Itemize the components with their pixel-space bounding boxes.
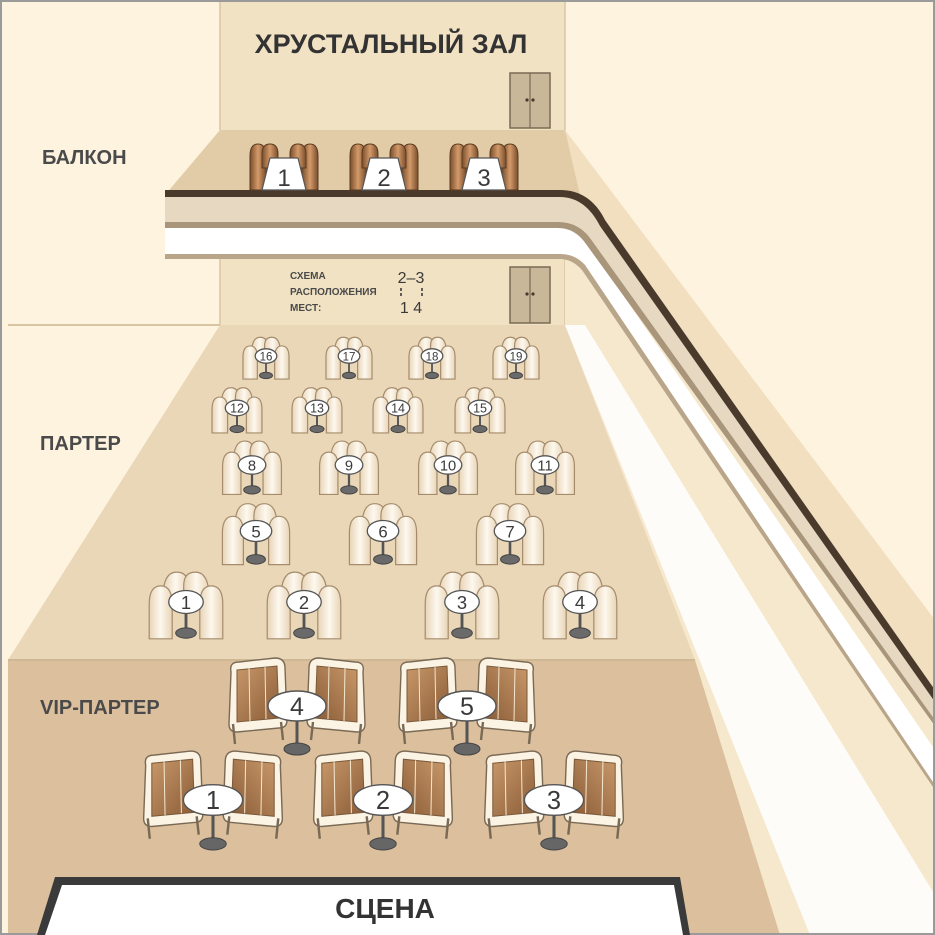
vip-table[interactable]: 3 <box>483 750 625 851</box>
table-number: 12 <box>230 402 244 416</box>
table-number: 7 <box>505 522 514 541</box>
parter-table[interactable]: 9 <box>318 440 380 496</box>
stage-label: СЦЕНА <box>335 893 435 924</box>
legend-line-1: СХЕМА <box>290 271 326 282</box>
parter-table[interactable]: 3 <box>424 571 500 640</box>
parter-table[interactable]: 7 <box>475 503 545 566</box>
vip-table[interactable]: 1 <box>142 750 284 851</box>
vip-tables: 4 5 1 2 3 <box>142 657 625 851</box>
door-middle <box>509 266 551 324</box>
back-wall-panel <box>220 0 565 130</box>
parter-table[interactable]: 10 <box>417 440 479 496</box>
table-number: 2 <box>376 787 390 815</box>
parter-table[interactable]: 8 <box>221 440 283 496</box>
table-number: 3 <box>547 787 561 815</box>
legend-bottom: 1 4 <box>400 300 422 317</box>
parter-table[interactable]: 1 <box>148 571 224 640</box>
balcony-table[interactable]: 3 <box>449 143 519 192</box>
balcony-label: БАЛКОН <box>42 147 127 169</box>
parter-label: ПАРТЕР <box>40 433 121 455</box>
table-number: 2 <box>299 592 309 613</box>
parter-table[interactable]: 16 <box>242 336 290 380</box>
table-number: 5 <box>460 693 474 721</box>
middle-wall-panel <box>220 255 565 325</box>
parter-table[interactable]: 13 <box>291 387 343 434</box>
table-number: 1 <box>277 165 290 192</box>
table-number: 9 <box>345 459 353 475</box>
parter-table[interactable]: 12 <box>211 387 263 434</box>
table-number: 18 <box>426 351 439 363</box>
table-number: 15 <box>473 402 487 416</box>
balcony-table[interactable]: 2 <box>349 143 419 192</box>
table-number: 14 <box>391 402 405 416</box>
table-number: 6 <box>378 522 387 541</box>
parter-table[interactable]: 5 <box>221 503 291 566</box>
vip-table[interactable]: 5 <box>398 657 536 756</box>
seating-legend: СХЕМА РАСПОЛОЖЕНИЯ МЕСТ: 2–3 1 4 <box>290 270 424 317</box>
parter-table[interactable]: 19 <box>492 336 540 380</box>
table-number: 1 <box>206 787 220 815</box>
hall-title: ХРУСТАЛЬНЫЙ ЗАЛ <box>255 28 528 59</box>
table-number: 2 <box>377 165 390 192</box>
legend-line-2: РАСПОЛОЖЕНИЯ <box>290 287 377 298</box>
table-number: 16 <box>260 351 273 363</box>
table-number: 11 <box>537 459 552 475</box>
table-number: 19 <box>510 351 523 363</box>
legend-line-3: МЕСТ: <box>290 303 321 314</box>
parter-table[interactable]: 2 <box>266 571 342 640</box>
parter-table[interactable]: 15 <box>454 387 506 434</box>
vip-label: VIP-ПАРТЕР <box>40 697 160 719</box>
stage: СЦЕНА <box>37 877 690 935</box>
table-number: 4 <box>290 693 304 721</box>
legend-top: 2–3 <box>398 270 425 287</box>
table-number: 5 <box>251 522 260 541</box>
table-number: 1 <box>181 592 191 613</box>
table-number: 13 <box>310 402 324 416</box>
table-number: 3 <box>477 165 490 192</box>
table-number: 3 <box>457 592 467 613</box>
balcony-tables: 1 2 3 <box>249 143 519 192</box>
table-number: 17 <box>343 351 356 363</box>
table-number: 8 <box>248 459 256 475</box>
table-number: 4 <box>575 592 585 613</box>
parter-table[interactable]: 14 <box>372 387 424 434</box>
balcony-table[interactable]: 1 <box>249 143 319 192</box>
parter-table[interactable]: 11 <box>514 440 576 496</box>
vip-table[interactable]: 4 <box>228 657 366 756</box>
table-number: 10 <box>440 459 456 475</box>
door-top <box>509 72 551 129</box>
parter-table[interactable]: 17 <box>325 336 373 380</box>
parter-table[interactable]: 18 <box>408 336 456 380</box>
parter-table[interactable]: 4 <box>542 571 618 640</box>
parter-table[interactable]: 6 <box>348 503 418 566</box>
vip-table[interactable]: 2 <box>312 750 454 851</box>
